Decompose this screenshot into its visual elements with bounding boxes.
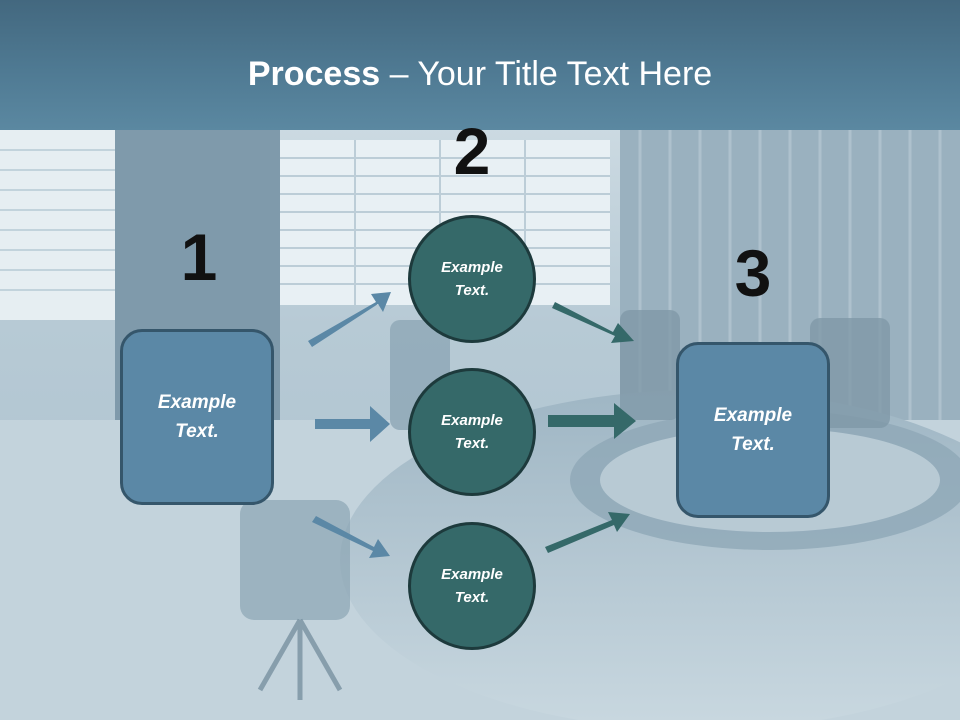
input-box: Example Text.: [120, 329, 274, 505]
process-circle-3-label: Example Text.: [441, 566, 503, 606]
process-circle-1: Example Text.: [408, 215, 536, 343]
process-circle-2-label: Example Text.: [441, 412, 503, 452]
step-number-1: 1: [180, 220, 218, 294]
input-box-label: Example Text.: [157, 392, 237, 442]
arrow-to-circle-2: [315, 406, 390, 442]
arrow-from-circle-2: [548, 403, 636, 439]
arrow-to-circle-3: [312, 516, 390, 558]
title-bold: Process: [247, 55, 381, 93]
title-band: [0, 0, 960, 130]
process-circle-2: Example Text.: [408, 368, 536, 496]
process-circle-1-label: Example Text.: [441, 259, 503, 299]
title-rest: – Your Title Text Here: [380, 55, 713, 93]
output-box: Example Text.: [676, 342, 830, 518]
process-circle-3: Example Text.: [408, 522, 536, 650]
arrow-from-circle-1: [552, 302, 634, 343]
arrow-to-circle-1: [308, 292, 391, 347]
arrow-from-circle-3: [545, 512, 630, 553]
step-number-2: 2: [453, 114, 491, 188]
slide-title: Process – Your Title Text Here: [0, 52, 960, 96]
output-box-label: Example Text.: [713, 405, 793, 455]
step-number-3: 3: [734, 236, 772, 310]
